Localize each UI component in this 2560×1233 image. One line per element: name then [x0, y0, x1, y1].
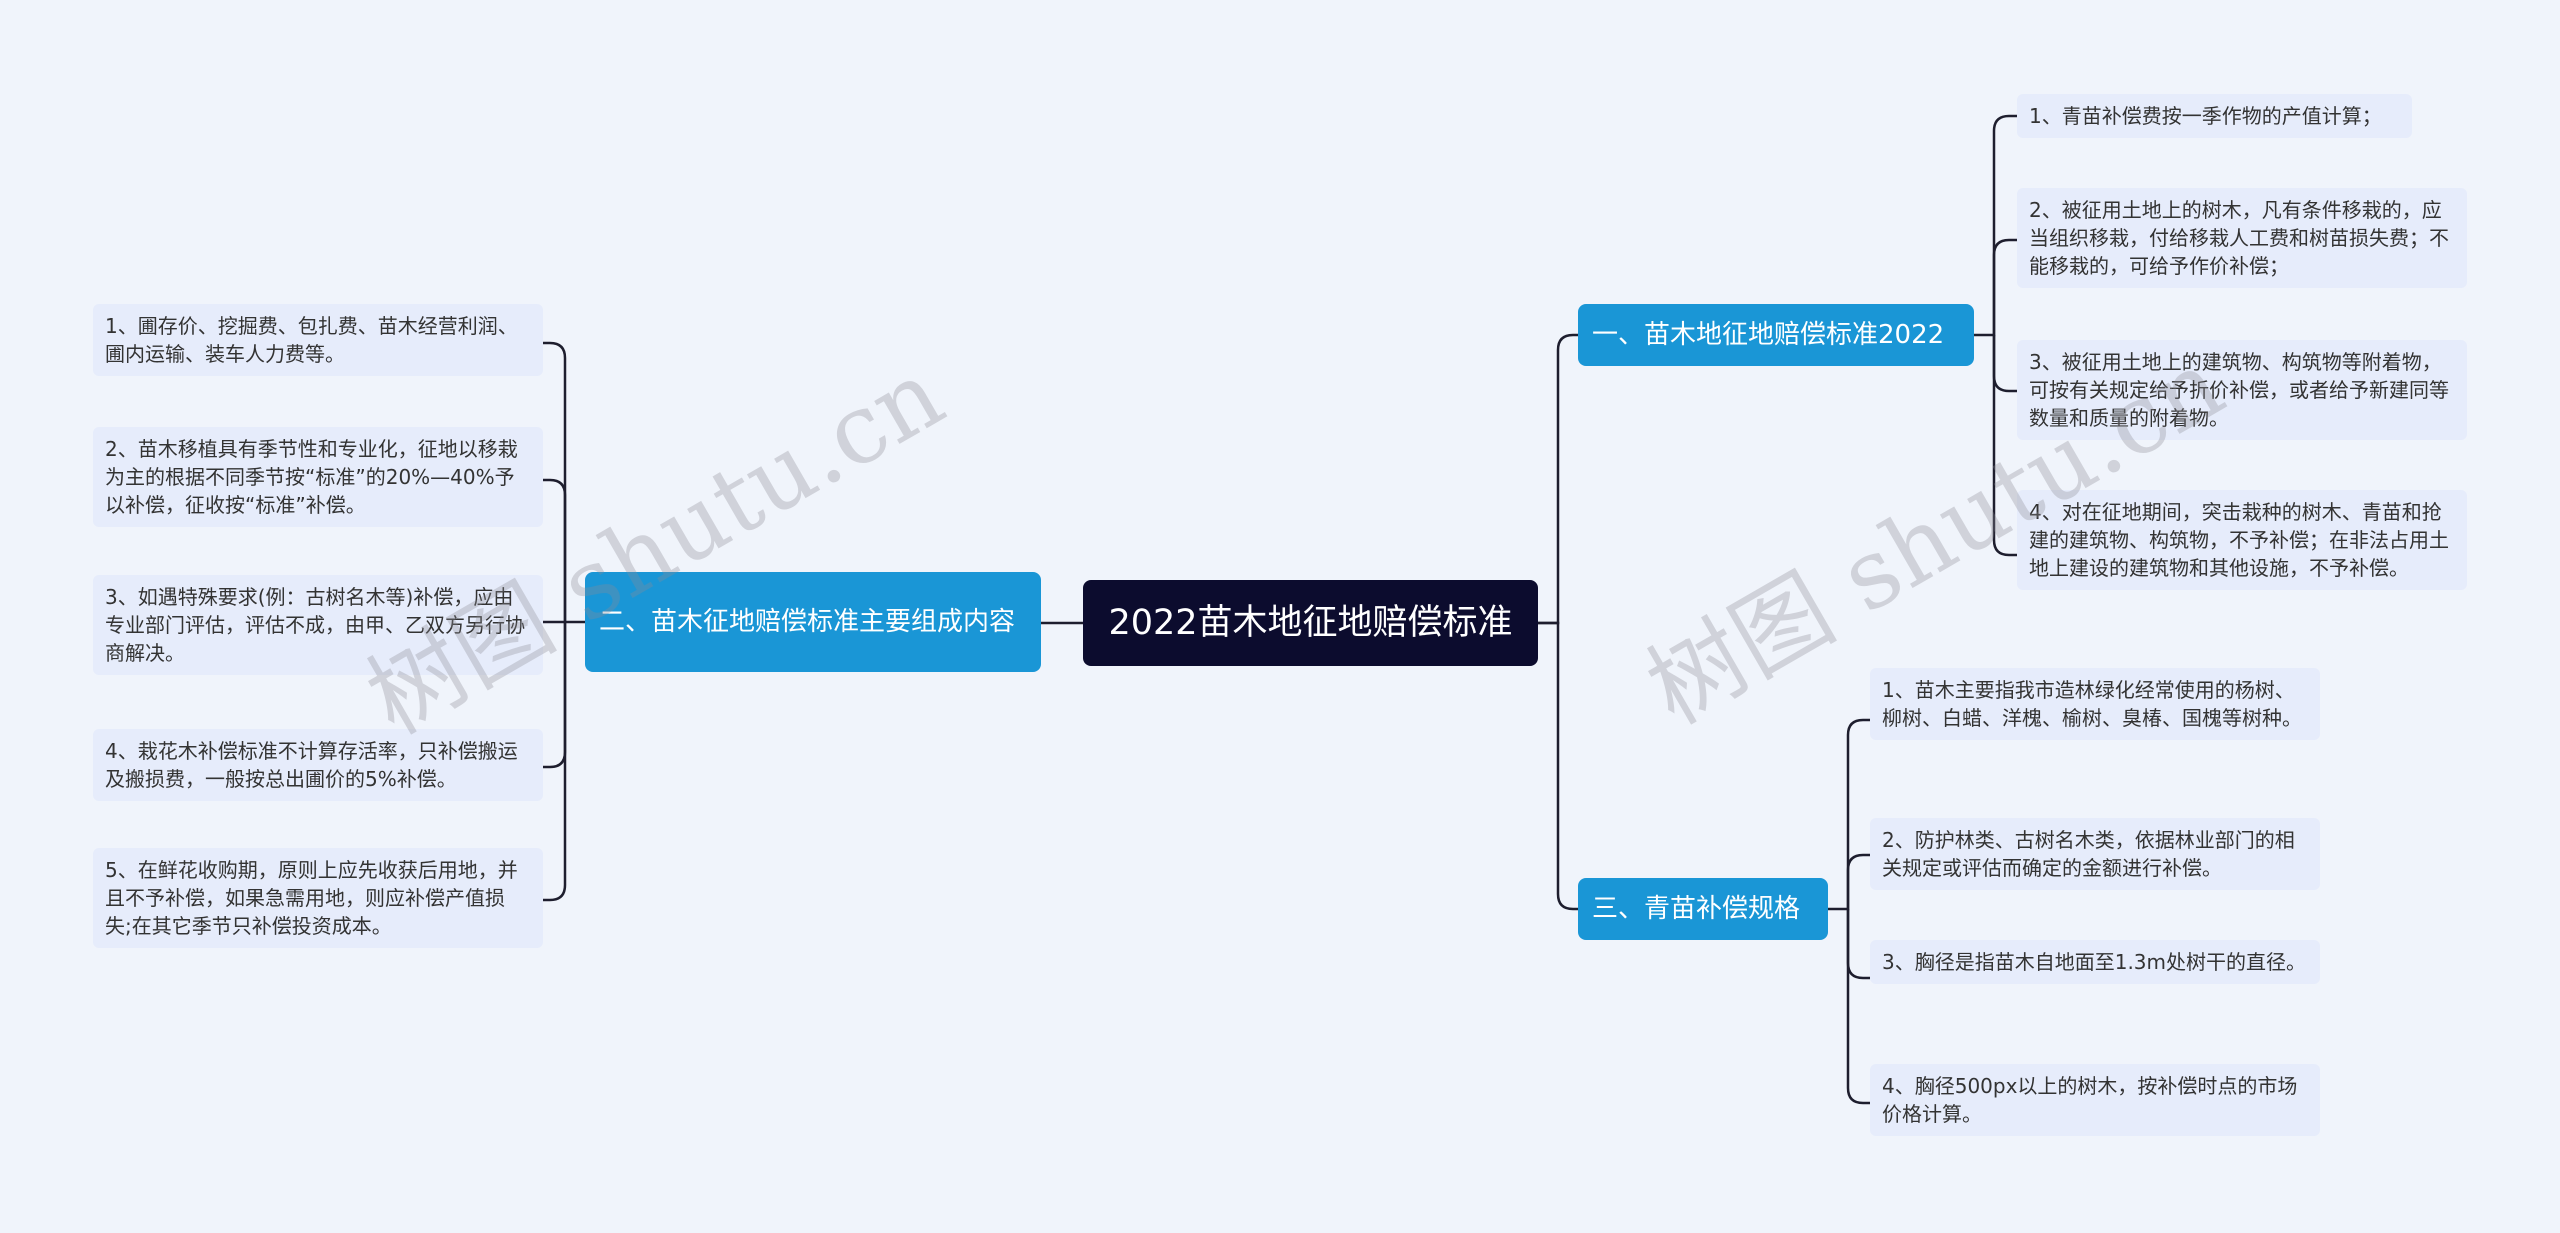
- leaf-node[interactable]: 1、苗木主要指我市造林绿化经常使用的杨树、柳树、白蜡、洋槐、榆树、臭椿、国槐等树…: [1870, 668, 2320, 740]
- link-b3-leaf1: [1828, 718, 1870, 911]
- link-b1-leaf4: [1992, 335, 2017, 557]
- link-b2-leaf5: [543, 622, 567, 902]
- leaf-node[interactable]: 3、胸径是指苗木自地面至1.3m处树干的直径。: [1870, 940, 2320, 984]
- link-b3-leaf3: [1846, 909, 1870, 980]
- leaf-node[interactable]: 2、被征用土地上的树木，凡有条件移栽的，应当组织移栽，付给移栽人工费和树苗损失费…: [2017, 188, 2467, 288]
- link-b3-leaf4: [1846, 909, 1870, 1105]
- link-b3-leaf2: [1846, 853, 1870, 909]
- branch-label: 一、苗木地征地赔偿标准2022: [1592, 320, 1945, 350]
- branch-node-compensation-standard[interactable]: 一、苗木地征地赔偿标准2022: [1578, 304, 1974, 366]
- leaf-node[interactable]: 4、栽花木补偿标准不计算存活率，只补偿搬运及搬损费，一般按总出圃价的5%补偿。: [93, 729, 543, 801]
- link-b1-leaf1: [1974, 114, 2017, 337]
- root-node[interactable]: 2022苗木地征地赔偿标准: [1083, 580, 1538, 666]
- link-b1-leaf2: [1992, 238, 2017, 335]
- branch-node-seedling-spec[interactable]: 三、青苗补偿规格: [1578, 878, 1828, 940]
- link-b2-leaf2: [543, 478, 567, 622]
- branch-label: 三、青苗补偿规格: [1592, 894, 1801, 924]
- leaf-node[interactable]: 1、圃存价、挖掘费、包扎费、苗木经营利润、圃内运输、装车人力费等。: [93, 304, 543, 376]
- leaf-node[interactable]: 2、防护林类、古树名木类，依据林业部门的相关规定或评估而确定的金额进行补偿。: [1870, 818, 2320, 890]
- link-root-b1: [1538, 333, 1578, 625]
- leaf-node[interactable]: 3、如遇特殊要求(例：古树名木等)补偿，应由专业部门评估，评估不成，由甲、乙双方…: [93, 575, 543, 675]
- leaf-node[interactable]: 1、青苗补偿费按一季作物的产值计算；: [2017, 94, 2412, 138]
- watermark: 树图 shutu.cn: [349, 337, 962, 756]
- leaf-node[interactable]: 4、胸径500px以上的树木，按补偿时点的市场价格计算。: [1870, 1064, 2320, 1136]
- leaf-node[interactable]: 5、在鲜花收购期，原则上应先收获后用地，并且不予补偿，如果急需用地，则应补偿产值…: [93, 848, 543, 948]
- leaf-node[interactable]: 4、对在征地期间，突击栽种的树木、青苗和抢建的建筑物、构筑物，不予补偿；在非法占…: [2017, 490, 2467, 590]
- leaf-node[interactable]: 3、被征用土地上的建筑物、构筑物等附着物，可按有关规定给予折价补偿，或者给予新建…: [2017, 340, 2467, 440]
- branch-node-components[interactable]: 二、苗木征地赔偿标准主要组成内容: [585, 572, 1041, 672]
- link-b2-leaf4: [543, 622, 567, 769]
- leaf-node[interactable]: 2、苗木移植具有季节性和专业化，征地以移栽为主的根据不同季节按“标准”的20%—…: [93, 427, 543, 527]
- link-root-b3: [1538, 621, 1578, 911]
- branch-label: 二、苗木征地赔偿标准主要组成内容: [599, 607, 1016, 637]
- link-b2-leaf1: [543, 341, 585, 624]
- link-b1-leaf3: [1992, 335, 2017, 393]
